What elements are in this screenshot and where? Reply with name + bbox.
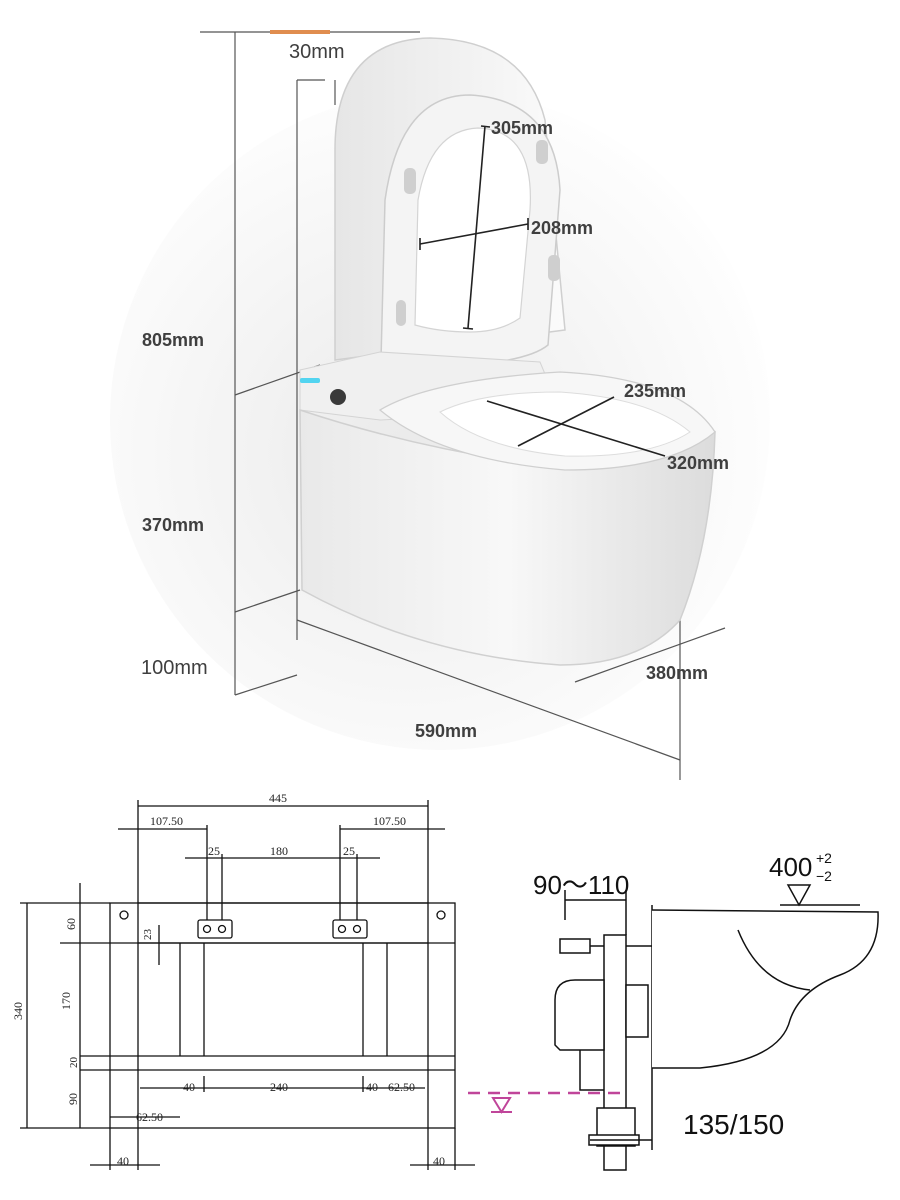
dim-rail-gap: 20 [68,1057,80,1069]
dim-hole-left: 25 [208,844,220,858]
led-indicator [300,378,320,383]
dim-bottom-left: 40 [183,1080,195,1094]
product-illustration [110,30,770,780]
dim-bottom-right: 40 [366,1080,378,1094]
dim-bottom-span: 240 [270,1080,288,1094]
dim-tolerance-minus: −2 [816,868,832,884]
product-dimension-labels: 30mm 305mm 208mm 805mm 235mm 320mm 370mm… [141,41,729,741]
dim-outlet-height: 400 [769,852,812,882]
label-depth: 590mm [415,721,477,741]
label-floor-clearance: 100mm [141,657,208,679]
control-knob-icon [330,389,346,405]
dim-right-offset: 107.50 [373,814,406,828]
dim-leg-right: 40 [433,1154,445,1168]
dim-left-offset-low: 62.50 [136,1110,163,1124]
top-accent-marker [270,30,330,34]
label-seat-width: 208mm [531,218,593,238]
dim-right-offset-low: 62.50 [388,1080,415,1094]
label-body-width: 380mm [646,663,708,683]
dim-plate-height: 23 [142,929,154,941]
frame-drawing [20,800,475,1170]
dim-tolerance-plus: +2 [816,850,832,866]
side-dimension-labels: 90～110 400 +2 −2 135/150 [533,850,832,1140]
floor-level-marker [468,1091,620,1114]
side-section-drawing [554,884,879,1171]
frame-dimension-labels: 445 107.50 107.50 25 180 25 23 60 170 20… [11,791,445,1168]
dim-hole-right: 25 [343,844,355,858]
dim-left-offset: 107.50 [150,814,183,828]
dim-hole-spacing: 180 [270,844,288,858]
label-wall-gap: 30mm [289,41,345,63]
dim-wall-depth: 90～110 [533,870,629,900]
label-bowl-length: 320mm [667,453,729,473]
dim-pipe-spec: 135/150 [683,1109,784,1140]
dim-leg-left: 40 [117,1154,129,1168]
dim-foot-height: 90 [66,1093,80,1105]
label-body-height: 370mm [142,515,204,535]
dim-top-rail: 60 [64,918,78,930]
label-bowl-width: 235mm [624,381,686,401]
label-seat-length: 305mm [491,118,553,138]
label-total-height: 805mm [142,330,204,350]
dim-mid-span: 170 [59,992,73,1010]
dim-overall-width: 445 [269,791,287,805]
dim-total-height: 340 [11,1002,25,1020]
